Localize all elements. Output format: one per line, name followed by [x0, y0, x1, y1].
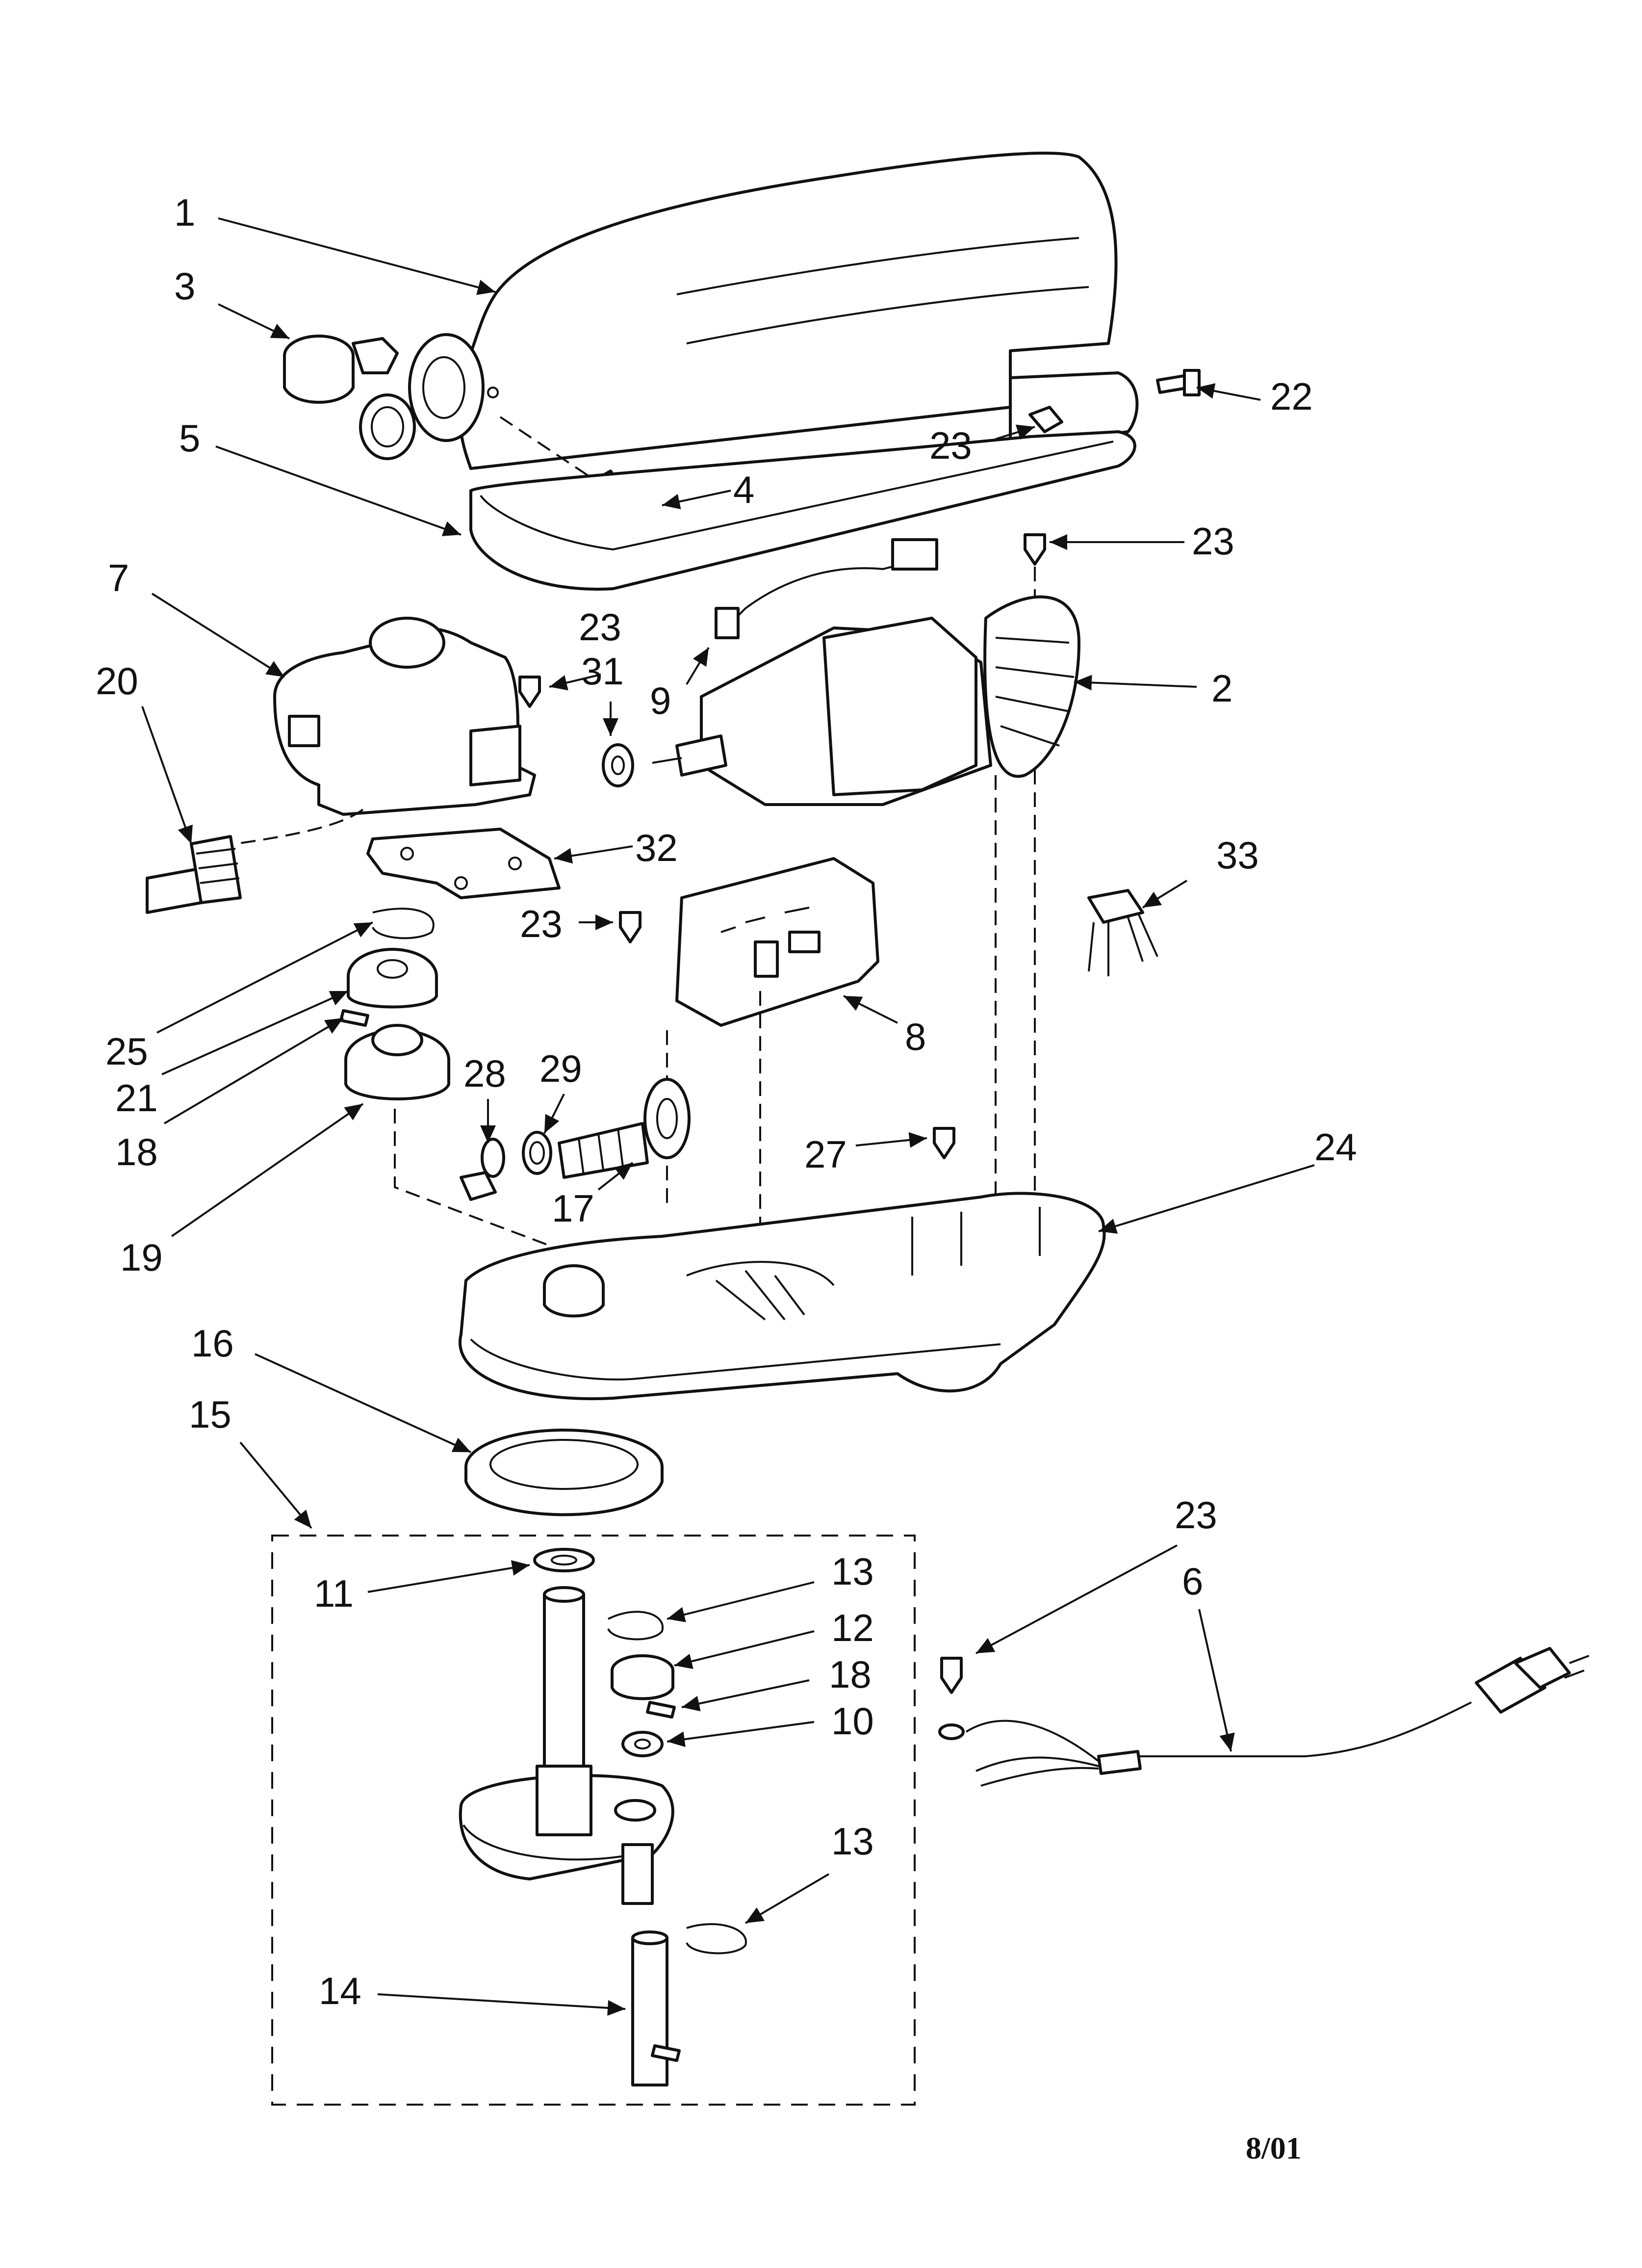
gear-housing: [235, 617, 536, 845]
callout-18-upper: 18: [115, 1130, 158, 1173]
screw-23-right: [1024, 533, 1046, 1197]
callout-23-cord: 23: [1175, 1493, 1217, 1537]
callout-16: 16: [191, 1322, 234, 1365]
power-cord: [938, 1647, 1590, 1787]
callout-3: 3: [174, 264, 195, 308]
screw-23-top: [1028, 406, 1063, 433]
motor: [652, 538, 1080, 1202]
callout-20: 20: [96, 659, 138, 703]
washer-31: [602, 743, 634, 787]
callout-17: 17: [552, 1187, 594, 1230]
callout-12: 12: [831, 1606, 874, 1649]
pin-18: [339, 1009, 369, 1027]
shaft-14: [631, 1930, 681, 2086]
retaining-ring-13-bottom: [686, 1923, 747, 1955]
motor-housing-cover: [408, 152, 1139, 470]
callout-31: 31: [581, 650, 624, 693]
gear-12: [611, 1654, 674, 1700]
screw-27: [933, 1127, 955, 1159]
spring-29: [522, 1131, 552, 1175]
callout-23-right: 23: [1192, 520, 1234, 563]
worm-gear-shaft: [146, 835, 242, 914]
screw-22: [1156, 369, 1201, 396]
screw-23-gear-housing: [518, 676, 541, 708]
callout-18-lower: 18: [829, 1653, 872, 1696]
leader-lines: [141, 217, 1315, 2016]
callout-11: 11: [314, 1572, 354, 1615]
callout-8: 8: [905, 1015, 926, 1058]
callout-22: 22: [1270, 375, 1313, 418]
callout-10: 10: [831, 1699, 874, 1743]
callout-15: 15: [189, 1393, 231, 1436]
planetary-shaft: [459, 1586, 674, 1905]
callout-2: 2: [1211, 667, 1232, 710]
callout-9: 9: [650, 679, 671, 722]
bevel-gear-21: [347, 948, 438, 1009]
trim-band: [469, 430, 1136, 591]
callout-1: 1: [174, 191, 195, 234]
retaining-ring-25: [372, 908, 435, 939]
gasket: [366, 828, 561, 899]
gear-case: [459, 1192, 1106, 1400]
pin-18-lower: [646, 1701, 676, 1719]
callout-33: 33: [1216, 834, 1259, 877]
callout-19: 19: [120, 1236, 163, 1279]
gear-19: [344, 1024, 564, 1252]
revision-date: 8/01: [1246, 2131, 1302, 2165]
callout-14: 14: [319, 1969, 361, 2012]
callout-6: 6: [1182, 1560, 1203, 1603]
callout-23-top: 23: [929, 424, 972, 467]
callout-5: 5: [179, 417, 200, 460]
callout-23-gear-housing: 23: [579, 605, 621, 649]
bearing-28: [460, 1138, 505, 1201]
hub-cover-thumb-screw: [283, 335, 416, 460]
callout-32: 32: [635, 826, 678, 869]
screw-23-board: [619, 911, 641, 943]
callout-27: 27: [804, 1133, 847, 1176]
callout-23-board: 23: [520, 902, 563, 945]
callout-25: 25: [105, 1030, 148, 1073]
control-board: [666, 857, 879, 1226]
callout-24: 24: [1314, 1125, 1357, 1169]
callout-28: 28: [463, 1052, 506, 1095]
callout-labels: 1 3 4 5 22 23 23 2 9 7 23 31 20 32 33 23…: [96, 191, 1357, 2165]
callout-29: 29: [539, 1047, 582, 1090]
callout-13-bottom: 13: [831, 1820, 874, 1863]
callout-7: 7: [108, 556, 129, 600]
callout-21: 21: [115, 1076, 158, 1120]
washer-11: [533, 1548, 595, 1572]
capacitor-33: [1087, 889, 1158, 976]
callout-4: 4: [733, 468, 754, 511]
worm-gear-17: [558, 1078, 691, 1179]
callout-13-top: 13: [831, 1550, 874, 1593]
washer-10: [621, 1731, 664, 1757]
ring-gear: [464, 1429, 664, 1516]
retaining-ring-13-top: [607, 1611, 664, 1641]
